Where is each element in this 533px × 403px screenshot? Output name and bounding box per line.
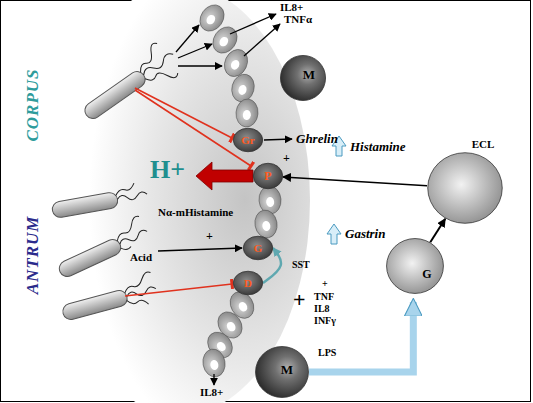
epithelial-cell xyxy=(258,185,282,215)
cell-label: G xyxy=(422,268,431,280)
epithelial-cell xyxy=(253,208,280,239)
plus-sign: + xyxy=(206,230,213,242)
cell-shape xyxy=(233,271,262,295)
region-label: CORPUS xyxy=(24,68,41,141)
macrophage-cell: M xyxy=(280,55,326,101)
cell-nucleus xyxy=(229,59,240,71)
hormone-label: Ghrelin xyxy=(296,132,338,145)
cell-shape xyxy=(256,347,309,398)
edge-label: SST xyxy=(292,260,310,270)
ghrelin-cell: Gr xyxy=(233,128,263,152)
cell-nucleus xyxy=(218,35,230,48)
gastrin-arrow xyxy=(430,219,445,242)
plus-sign: + xyxy=(322,279,328,289)
cell-shape xyxy=(233,128,262,152)
macrophage-cell: M xyxy=(255,346,309,398)
stimulus-label: Acid xyxy=(130,252,152,263)
epithelium xyxy=(195,0,282,378)
stimulus-arrows xyxy=(158,14,292,385)
node-outline xyxy=(427,152,503,224)
acid-secretion-arrow xyxy=(196,162,253,190)
cell-nucleus xyxy=(237,300,249,313)
mucosa-shading xyxy=(50,0,310,403)
cytokine-label: IL8+ xyxy=(280,2,303,13)
cell-label: P xyxy=(264,170,271,182)
acid-label: H+ xyxy=(150,157,185,183)
molecule-label: Nα-mHistamine xyxy=(158,207,233,218)
cell-label: D xyxy=(244,278,252,289)
cell-body xyxy=(258,185,282,215)
bacterium xyxy=(52,215,150,279)
d-cell: D xyxy=(233,271,263,295)
cell-nucleus xyxy=(237,84,247,96)
cytokine-label: TNFα xyxy=(284,14,312,25)
epithelial-cell xyxy=(235,98,259,128)
cell-label: Gr xyxy=(241,135,254,146)
cell-nucleus xyxy=(205,13,217,26)
parietal-cell: P xyxy=(253,163,283,189)
plus-sign: + xyxy=(283,152,290,164)
cytokine-label: LPS xyxy=(318,348,336,358)
inhibition-lines xyxy=(125,88,251,296)
bacterium xyxy=(58,271,159,326)
cell-body xyxy=(201,347,228,378)
cell-shape xyxy=(387,239,444,294)
cell-shape xyxy=(253,163,282,188)
bacterium xyxy=(75,38,185,132)
epithelial-cell xyxy=(201,347,228,378)
cell-shape xyxy=(243,236,272,260)
histamine-arrow xyxy=(283,177,427,186)
cytokine-label: TNF xyxy=(314,292,334,302)
cell-body xyxy=(229,72,257,105)
cell-nucleus xyxy=(225,320,237,333)
edge-label: Histamine xyxy=(350,140,406,153)
cytokine-label: INFγ xyxy=(314,316,336,326)
increase-arrow xyxy=(327,224,341,244)
ecl-cell: ECL xyxy=(427,152,503,224)
cell-shape xyxy=(280,55,325,100)
cell-label: M xyxy=(281,363,293,376)
cytokine-label: IL8 xyxy=(314,304,330,314)
bacterium xyxy=(50,181,148,218)
cell-nucleus xyxy=(210,359,220,370)
cell-body xyxy=(235,98,259,128)
region-label: ANTRUM xyxy=(24,216,41,295)
cell-nucleus xyxy=(242,110,251,121)
cell-shape xyxy=(428,153,502,224)
g-cell: G xyxy=(243,236,273,260)
node-outline xyxy=(386,238,444,294)
edge-label: Gastrin xyxy=(345,227,385,240)
cell-nucleus xyxy=(266,197,275,208)
flagella-style xyxy=(50,38,185,326)
cell-label: G xyxy=(254,243,263,254)
cell-label: ECL xyxy=(472,139,495,150)
plus-sign: + xyxy=(293,289,306,311)
g-cell-circle: G xyxy=(386,238,444,294)
cytokine-label: IL8+ xyxy=(200,387,223,398)
cytokine-stimulus-arrow xyxy=(309,302,413,372)
cell-nucleus xyxy=(262,220,272,231)
cell-body xyxy=(253,208,280,239)
epithelial-cell xyxy=(229,72,257,105)
cell-label: M xyxy=(303,68,315,81)
